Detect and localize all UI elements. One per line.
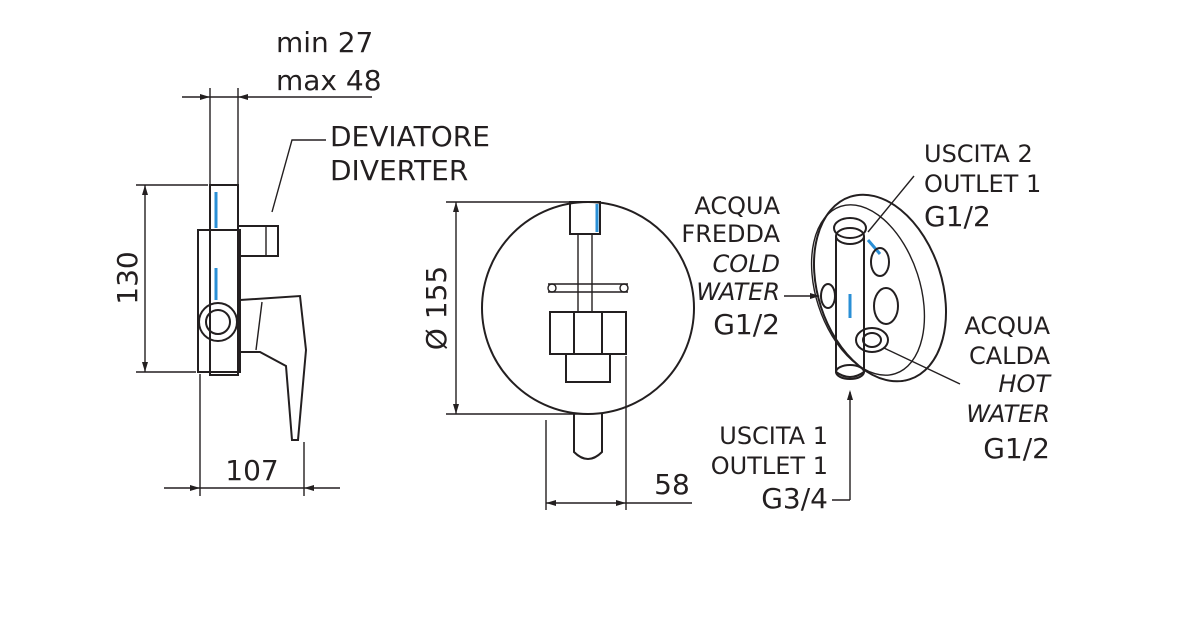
iso-outlet1-size: G3/4	[761, 482, 828, 515]
iso-hot-en-1: HOT	[998, 370, 1052, 398]
front-lever-tip	[573, 414, 603, 460]
iso-body-top	[835, 227, 865, 245]
iso-outlet2-it: USCITA 2	[924, 140, 1033, 168]
side-dim-max: max 48	[276, 64, 382, 97]
iso-cold-port	[820, 283, 836, 309]
front-dia-arrow-top	[453, 202, 459, 212]
iso-water-marker-top	[866, 239, 882, 255]
side-height-arrow-bottom	[142, 362, 148, 372]
iso-hot-leader	[883, 347, 961, 385]
front-dim-bottom: 58	[654, 468, 690, 501]
side-valve-body	[197, 229, 241, 373]
iso-outlet1-it: USCITA 1	[719, 422, 828, 450]
side-top-arrow-left	[200, 94, 210, 100]
iso-cold-it-1: ACQUA	[694, 192, 780, 220]
side-view: min 27 max 48 DEVIATORE DIVERTER 130	[111, 26, 490, 496]
iso-outlet1-arrow	[847, 390, 853, 400]
diverter-leader	[271, 139, 326, 213]
side-lever-edge	[255, 301, 263, 351]
iso-hot-it-2: CALDA	[969, 342, 1051, 370]
front-handle-neck	[565, 353, 611, 383]
iso-side-port-top	[870, 247, 890, 277]
iso-cover-plate	[812, 193, 948, 383]
side-lever-handle	[239, 294, 308, 441]
front-dia-arrow-bottom	[453, 404, 459, 414]
front-bottom-arrow-left	[546, 500, 556, 506]
front-view: 58 Ø 155	[420, 201, 695, 510]
iso-cold-it-2: FREDDA	[681, 220, 780, 248]
iso-hot-it-1: ACQUA	[964, 312, 1050, 340]
iso-side-port-mid	[873, 287, 899, 325]
iso-cold-en-2: WATER	[696, 278, 780, 306]
iso-outlet2-en: OUTLET 1	[924, 170, 1041, 198]
iso-cover-plate-inner	[810, 204, 926, 376]
iso-outlet1-en: OUTLET 1	[711, 452, 828, 480]
side-cover-plate	[209, 184, 239, 376]
iso-outlet2-size: G1/2	[924, 200, 991, 233]
front-mount-hole-left	[547, 283, 557, 293]
side-top-arrow-right	[238, 94, 248, 100]
iso-hot-size: G1/2	[983, 432, 1050, 465]
side-width-arrow-right	[304, 485, 314, 491]
iso-outlet2-ring	[833, 217, 867, 239]
iso-cold-size: G1/2	[713, 308, 780, 341]
front-handle-base	[549, 311, 627, 355]
side-height-arrow-top	[142, 185, 148, 195]
side-cartridge-inner	[205, 309, 231, 335]
side-diverter-knob	[237, 225, 279, 257]
front-mount-bar	[548, 283, 628, 293]
side-cartridge-outer	[198, 302, 238, 342]
iso-hot-en-2: WATER	[966, 400, 1050, 428]
side-width-arrow-left	[190, 485, 200, 491]
front-dim-diameter: Ø 155	[420, 266, 453, 350]
front-bottom-arrow-right	[616, 500, 626, 506]
diverter-label-it: DEVIATORE	[330, 120, 490, 153]
iso-cold-en-1: COLD	[713, 250, 781, 278]
iso-hot-ring-inner	[862, 332, 882, 348]
front-mount-hole-right	[619, 283, 629, 293]
iso-cold-arrow	[810, 293, 820, 299]
iso-hot-ring-outer	[855, 327, 889, 353]
front-handle-sides	[573, 312, 603, 354]
iso-outlet2-leader	[867, 175, 915, 233]
iso-outlet1-ring	[835, 364, 865, 380]
side-dim-height: 130	[111, 251, 144, 304]
side-dim-min: min 27	[276, 26, 373, 59]
side-dim-width: 107	[225, 454, 278, 487]
iso-view: USCITA 2 OUTLET 1 G1/2 ACQUA FREDDA COLD…	[681, 140, 1052, 515]
diverter-label-en: DIVERTER	[330, 154, 468, 187]
